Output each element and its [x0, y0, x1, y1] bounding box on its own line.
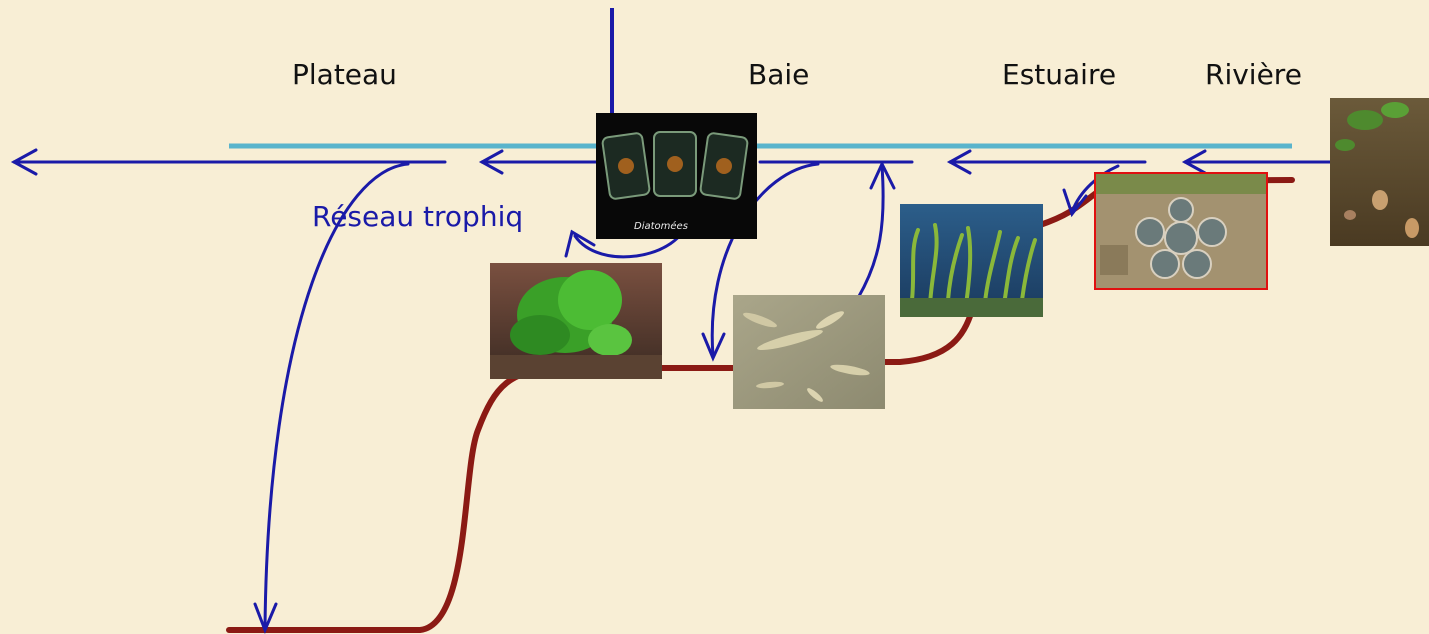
seagrass-photo: [900, 204, 1043, 317]
diatoms-caption: Diatomées: [634, 220, 688, 232]
zone-label-estuaire: Estuaire: [1002, 58, 1116, 91]
trophic-network-label: Réseau trophiq: [312, 200, 523, 233]
river-soil-photo: [1330, 98, 1429, 246]
green-seaweed-photo: [490, 263, 662, 379]
diatoms-photo: Diatomées: [596, 113, 757, 239]
zone-label-plateau: Plateau: [292, 58, 397, 91]
zone-label-baie: Baie: [748, 58, 809, 91]
benthic-microalgae-photo: [733, 295, 885, 409]
zone-label-riviere: Rivière: [1205, 58, 1302, 91]
wastewater-plant-photo: [1095, 173, 1267, 289]
